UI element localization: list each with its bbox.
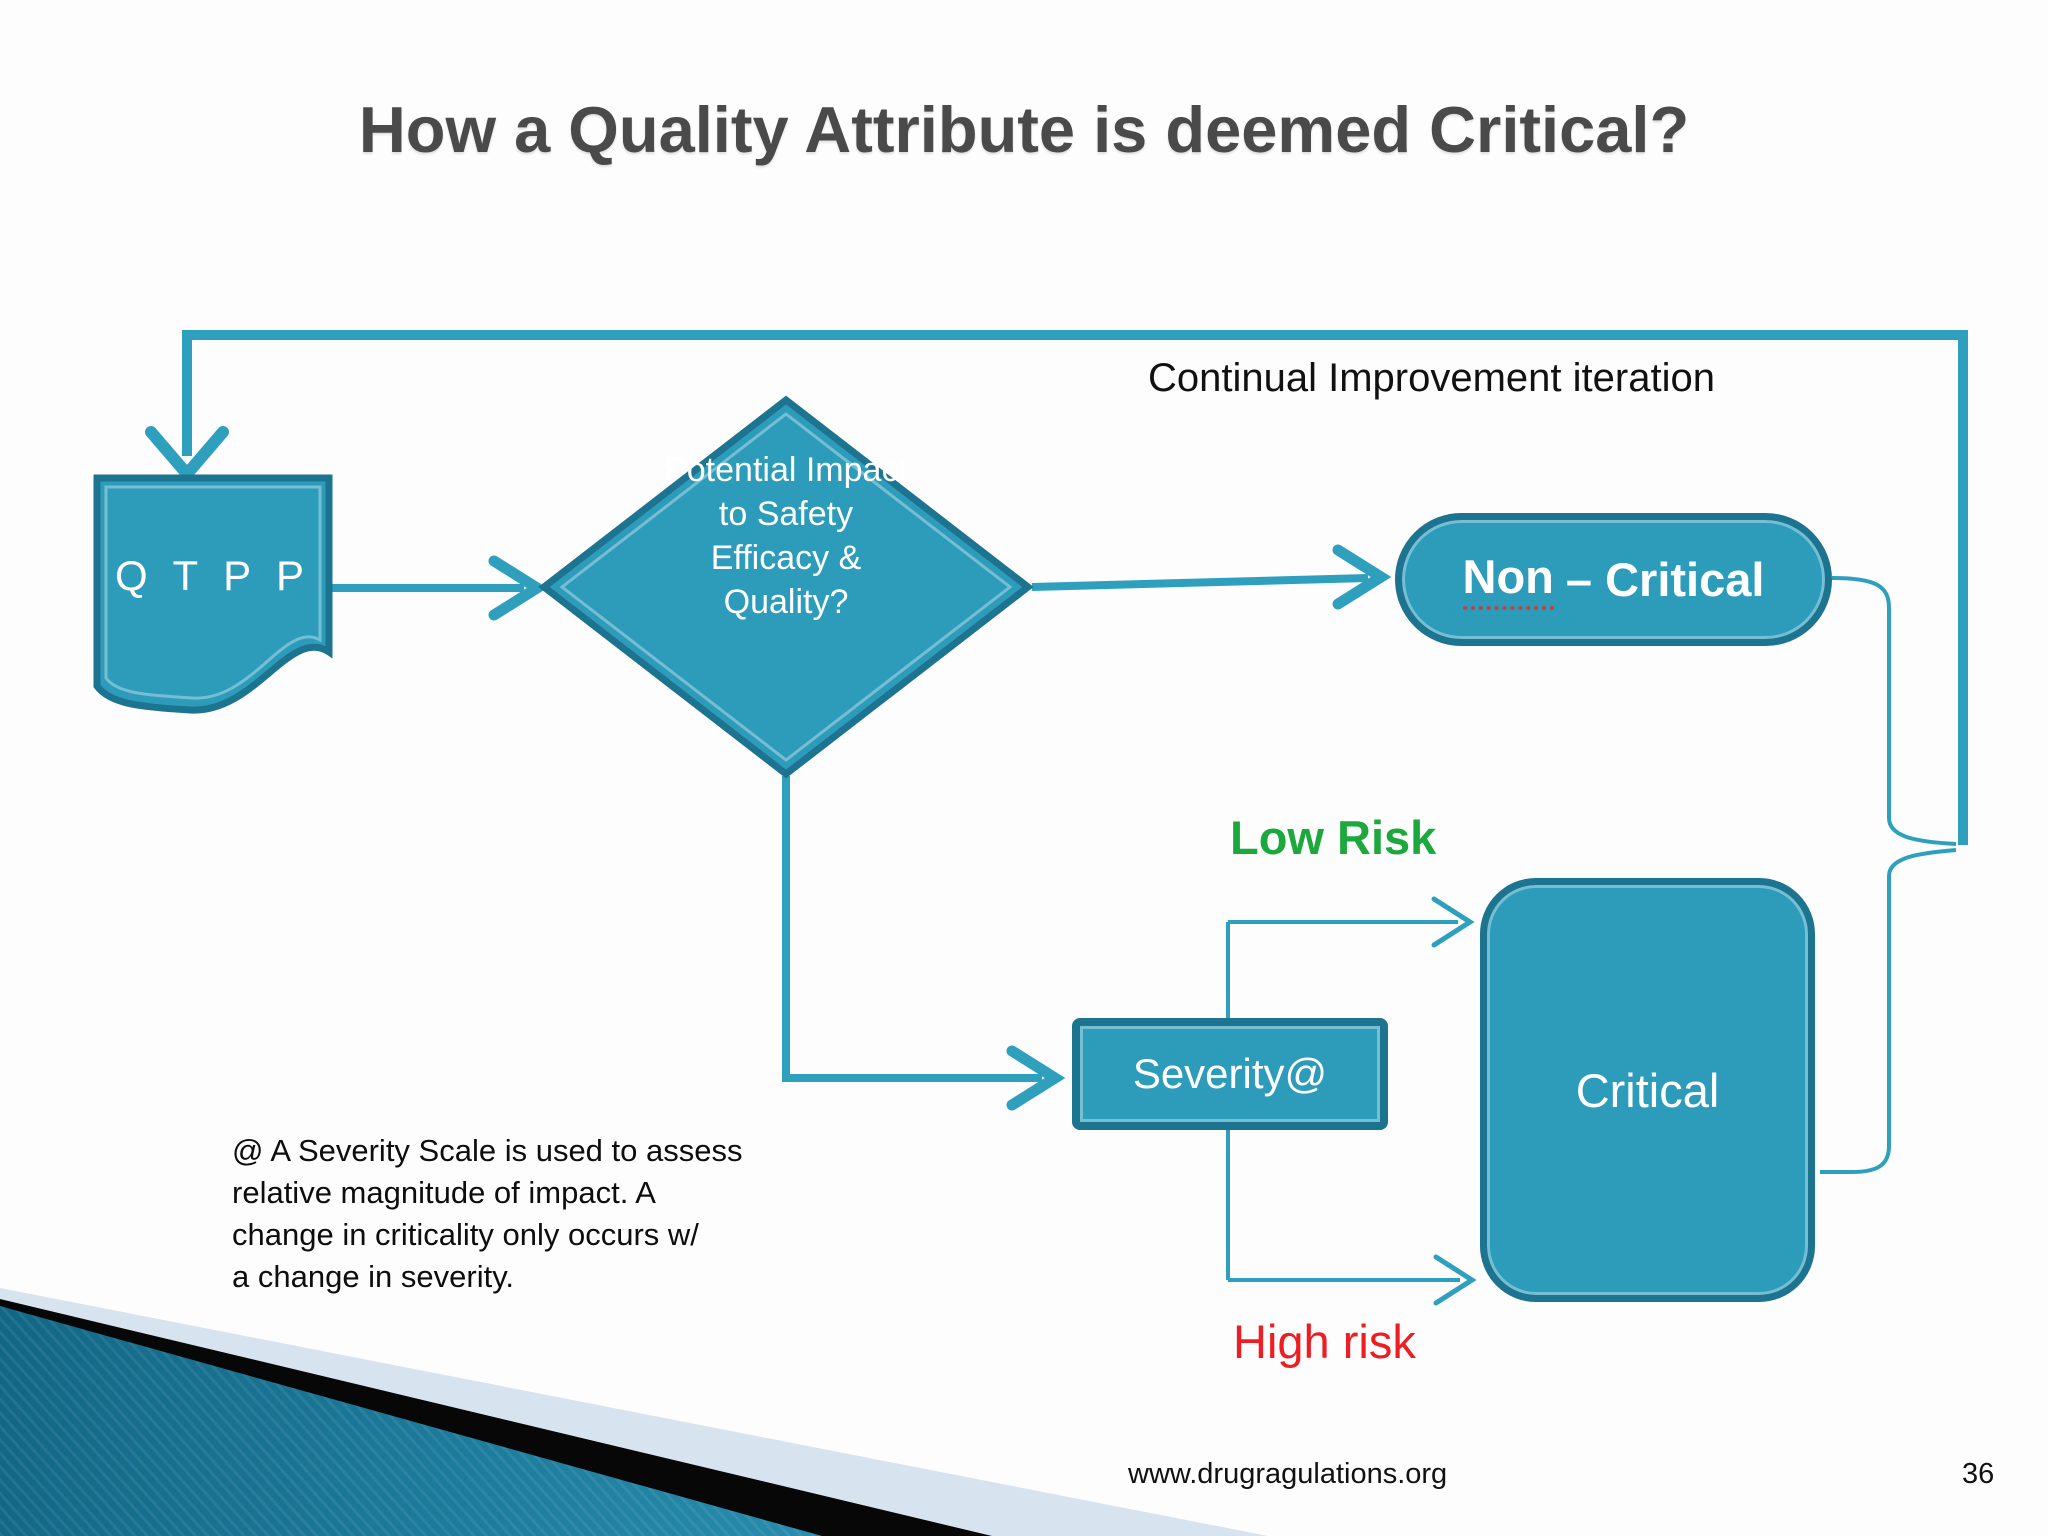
decision-to-noncritical-arrowhead-icon [1332,544,1392,610]
non-critical-node: Non – Critical [1395,513,1832,646]
footer-website: www.drugragulations.org [1128,1458,1448,1490]
high-risk-label: High risk [1233,1315,1416,1368]
critical-label: Critical [1575,1063,1720,1117]
low-risk-arrowhead-icon [1431,896,1475,948]
footnote-line: change in criticality only occurs w/ [232,1217,699,1252]
qtpp-to-decision-arrowhead-icon [488,555,548,621]
severity-footnote: @ A Severity Scale is used to assess rel… [232,1130,743,1298]
low-risk-label: Low Risk [1230,811,1437,864]
qtpp-shape [93,474,333,714]
footnote-line: relative magnitude of impact. A [232,1175,656,1210]
decision-diamond-inner-line [559,412,1013,762]
severity-node: Severity@ [1072,1018,1388,1130]
severity-label: Severity@ [1132,1050,1328,1097]
decision-to-severity-line [782,776,1042,1082]
decision-to-severity-arrowhead-icon [1006,1045,1066,1111]
footnote-line: @ A Severity Scale is used to assess [232,1133,743,1168]
decision-label: Potential Impact to Safety Efficacy & Qu… [664,451,908,621]
decision-diamond-shape [538,395,1034,779]
non-critical-word: Non [1462,549,1554,610]
qtpp-shape-inner-line [104,485,322,700]
feedback-loop-line [182,330,1968,845]
continual-improvement-label: Continual Improvement iteration [1148,356,1715,400]
loop-arrowhead-icon [145,426,229,484]
high-risk-arrowhead-icon [1433,1254,1477,1306]
non-critical-rest: – Critical [1565,553,1765,606]
qtpp-label: Q T P P [114,552,312,599]
footnote-line: a change in severity. [232,1259,515,1294]
footer-page-number: 36 [1962,1458,1995,1490]
slide-title: How a Quality Attribute is deemed Critic… [358,93,1690,166]
feedback-thin-line [1820,576,1957,1174]
decision-to-noncritical-line [1031,574,1369,591]
critical-node: Critical [1480,878,1815,1302]
